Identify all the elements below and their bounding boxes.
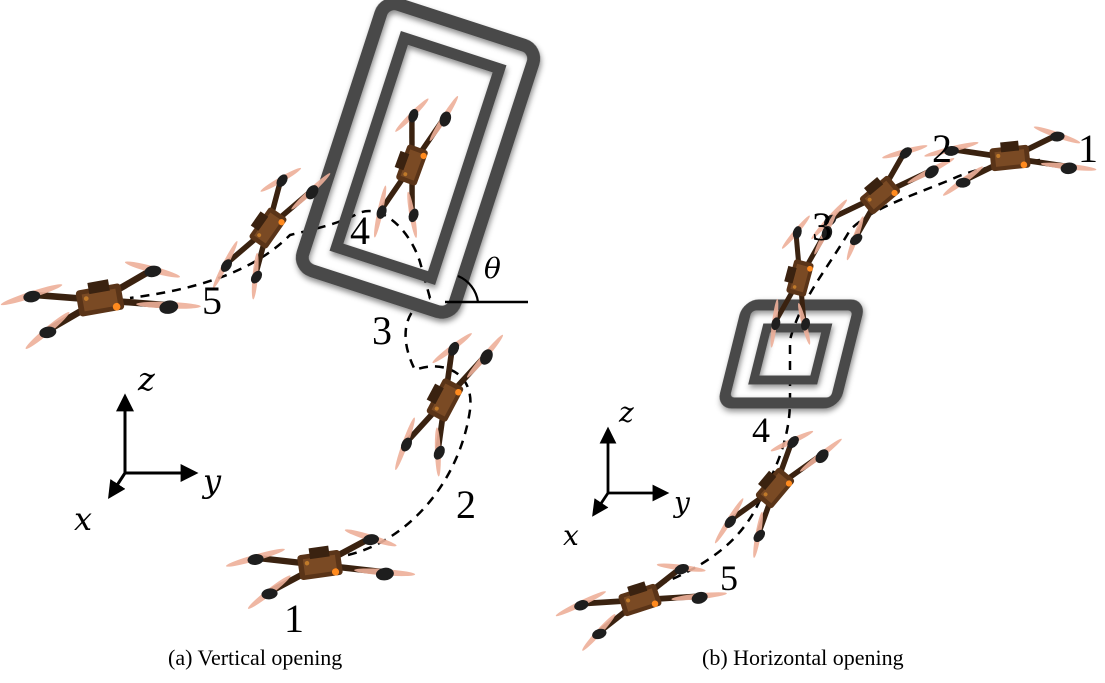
drone-b-4 [700, 407, 851, 570]
caption-a: (a) Vertical opening [168, 645, 343, 670]
axis-b-y-label: y [672, 486, 691, 519]
waypoint-a-3: 3 [372, 308, 392, 353]
window-frame-vertical [295, 0, 541, 319]
panel-a: θ 1 2 3 4 5 z y x [0, 0, 541, 641]
axes-b: z y x [563, 396, 691, 552]
caption-b: (b) Horizontal opening [702, 645, 904, 670]
waypoint-b-1: 1 [1078, 126, 1098, 171]
axes-a: z y x [74, 360, 222, 538]
waypoint-a-2: 2 [456, 482, 476, 527]
trajectory-a [129, 209, 472, 557]
waypoint-a-4: 4 [350, 208, 370, 253]
axis-a-x-label: x [74, 500, 92, 538]
axis-a-y-label: y [201, 462, 222, 500]
panel-b: 1 2 3 4 5 z y x [549, 118, 1098, 657]
drone-a-2 [377, 310, 514, 491]
waypoint-b-4: 4 [752, 410, 770, 450]
waypoint-b-3: 3 [812, 204, 832, 249]
axis-a-z-label: z [137, 360, 156, 398]
drone-a-1 [222, 518, 417, 613]
angle-arc [457, 274, 480, 303]
waypoint-b-5: 5 [720, 558, 738, 598]
drone-a-5b [0, 247, 204, 354]
angle-label: θ [484, 252, 501, 285]
waypoint-a-1: 1 [284, 596, 304, 641]
axis-b-z-label: z [618, 396, 634, 429]
waypoint-b-2: 2 [932, 126, 952, 171]
axis-b-x-label: x [563, 519, 579, 552]
waypoint-a-5: 5 [202, 278, 222, 323]
